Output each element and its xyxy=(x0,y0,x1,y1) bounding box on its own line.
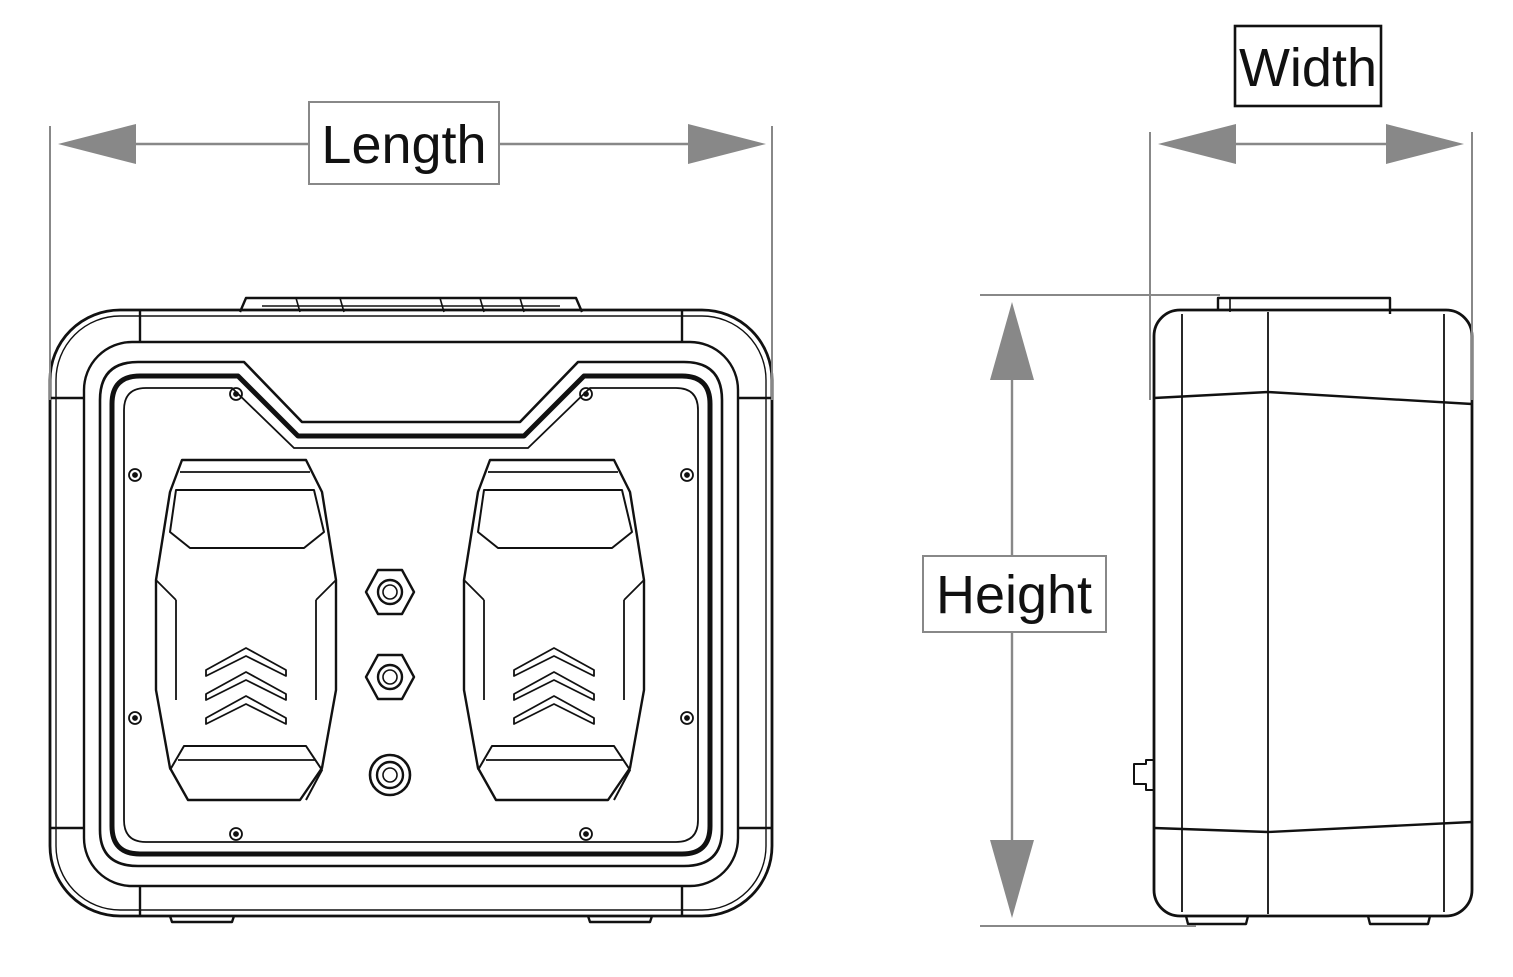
width-arrow-left-icon xyxy=(1158,124,1236,164)
side-body-outer xyxy=(1152,308,1474,918)
width-dimension: Width xyxy=(1158,24,1464,164)
length-arrow-right-icon xyxy=(688,124,766,164)
width-arrow-right-icon xyxy=(1386,124,1464,164)
left-output-module xyxy=(154,458,338,802)
side-knob xyxy=(1133,759,1154,791)
side-foot-left xyxy=(1184,915,1250,926)
front-view-drawing xyxy=(48,296,774,924)
front-foot-right xyxy=(586,915,654,924)
center-ports xyxy=(364,568,416,797)
front-body-outer xyxy=(48,308,774,918)
front-frame xyxy=(82,340,740,888)
front-panel-border xyxy=(98,360,724,868)
side-view-drawing xyxy=(1133,296,1474,926)
height-arrow-up-icon xyxy=(990,302,1034,380)
height-dimension: Height xyxy=(922,302,1107,918)
length-dimension: Length xyxy=(58,101,766,185)
top-handle xyxy=(238,296,584,313)
height-label-box xyxy=(922,555,1107,633)
side-foot-right xyxy=(1366,915,1432,926)
dimension-lines xyxy=(49,126,1473,927)
height-label: Height xyxy=(936,565,1092,625)
right-output-module xyxy=(462,458,646,802)
panel-screws xyxy=(128,387,694,841)
width-label: Width xyxy=(1239,38,1377,98)
width-label-box xyxy=(1233,24,1383,108)
length-label-box xyxy=(308,101,500,185)
length-label: Length xyxy=(321,115,486,175)
height-arrow-down-icon xyxy=(990,840,1034,918)
length-arrow-left-icon xyxy=(58,124,136,164)
side-handle xyxy=(1216,296,1392,314)
front-foot-left xyxy=(168,915,236,924)
